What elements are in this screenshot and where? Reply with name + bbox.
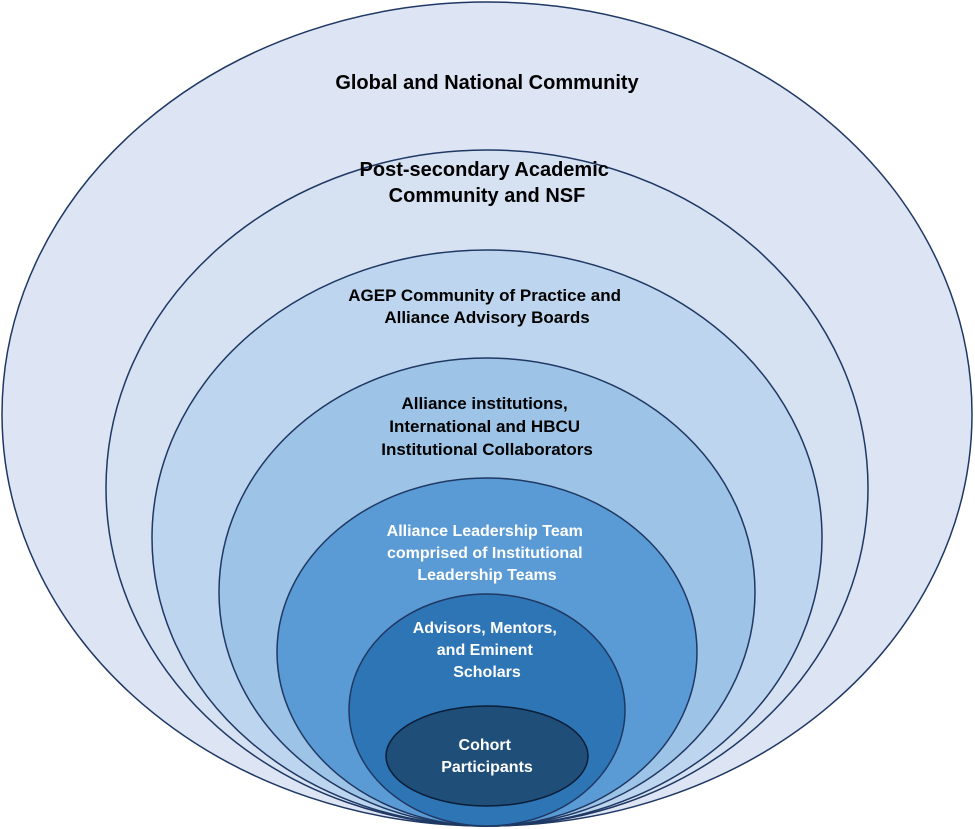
layer-label-line: Advisors, Mentors, [413,620,557,637]
layer-label-line: Institutional Collaborators [381,440,593,459]
layer-label-line: Alliance Leadership Team [387,523,583,540]
layer-label-line: AGEP Community of Practice and [348,286,621,305]
layer-label: Global and National Community [335,72,639,94]
layer-label-line: Participants [441,759,533,776]
layer-label-line: Scholars [453,664,521,681]
layer-label: Cohort Participants [441,737,533,776]
layer-label: Advisors, Mentors, and Eminent Scholars [413,620,561,681]
layer-label: Alliance Leadership Team comprised of In… [387,523,588,584]
layer-label: AGEP Community of Practice and Alliance … [348,286,625,327]
layer-label-line: comprised of Institutional [387,545,583,562]
layer-label-line: Alliance institutions, [402,394,568,413]
layer-label-line: Leadership Teams [417,567,556,584]
layer-label: Alliance institutions, International and… [381,394,593,459]
layer-cohort-participants: Cohort Participants [385,705,589,807]
layer-label-line: Global and National Community [335,72,639,94]
layer-label-line: Cohort [459,737,512,754]
layer-label-line: and Eminent [437,642,534,659]
layer-label-line: International and HBCU [389,417,580,436]
layer-label-line: Community and NSF [389,185,586,207]
layer-label-line: Alliance Advisory Boards [384,308,589,327]
layer-ellipse [385,705,589,807]
layer-label-line: Post-secondary Academic [360,159,609,181]
layer-label: Post-secondary Academic Community and NS… [360,159,615,207]
